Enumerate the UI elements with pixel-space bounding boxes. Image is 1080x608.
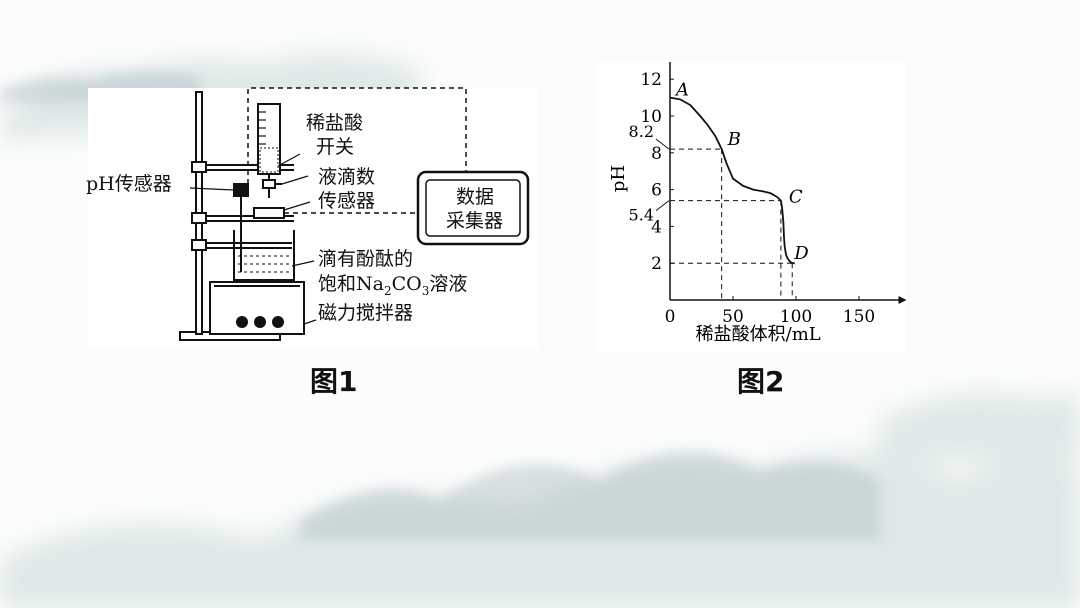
clamp-middle <box>191 212 207 224</box>
clamp-lower <box>191 239 207 251</box>
y-tick-label: 6 <box>651 181 662 201</box>
label-solution-line1: 滴有酚酞的 <box>318 248 414 270</box>
y-tick-label: 4 <box>651 217 662 237</box>
point-label: D <box>793 243 809 264</box>
y-extra-tick-arrow <box>655 138 670 150</box>
ph-curve <box>669 96 795 265</box>
y-axis-label: pH <box>608 165 629 192</box>
solution-text-b: CO <box>391 273 422 295</box>
x-tick-label: 50 <box>722 307 744 327</box>
stopcock <box>262 179 276 189</box>
drop-sensor <box>253 207 285 219</box>
label-acid: 稀盐酸 <box>306 112 364 134</box>
y-tick-label: 2 <box>651 254 662 274</box>
label-solution-line2: 饱和Na2CO3溶液 <box>318 273 467 302</box>
y-extra-tick-label: 5.4 <box>629 206 654 225</box>
point-label: B <box>727 129 741 150</box>
solution-text-a: 饱和Na <box>318 273 384 295</box>
solution-subscript-1: 2 <box>383 283 392 298</box>
x-tick-label: 150 <box>843 307 875 327</box>
solution-subscript-2: 3 <box>421 283 430 298</box>
titration-apparatus <box>179 87 530 341</box>
burette <box>257 103 281 175</box>
y-tick-label: 8 <box>651 144 662 164</box>
point-label: C <box>789 187 803 208</box>
magnetic-stirrer <box>209 281 305 335</box>
label-collector-line2: 采集器 <box>446 210 504 232</box>
label-ph-sensor: pH传感器 <box>86 173 172 195</box>
data-collector <box>416 170 530 246</box>
label-switch: 开关 <box>316 136 355 158</box>
y-tick-label: 12 <box>640 70 662 90</box>
y-extra-tick-label: 8.2 <box>629 122 654 141</box>
label-stirrer: 磁力搅拌器 <box>318 302 414 324</box>
point-label: A <box>674 80 689 101</box>
ph-titration-chart: 0 50 100 150 2 4 6 8 10 12 8.2 5.4 稀盐酸体积/mL pH A B C D <box>596 62 906 352</box>
figure1-caption: 图1 <box>310 365 358 398</box>
x-tick-label: 100 <box>780 307 812 327</box>
x-axis-label: 稀盐酸体积/mL <box>696 324 821 345</box>
solution-text-c: 溶液 <box>429 273 468 295</box>
label-drop-sensor-line1: 液滴数 <box>318 166 376 188</box>
y-extra-tick-arrow <box>655 200 670 212</box>
x-tick-label: 0 <box>665 307 676 327</box>
clamp-top <box>191 161 207 173</box>
y-tick-label: 10 <box>640 107 662 127</box>
figure2-caption: 图2 <box>737 365 785 398</box>
beaker <box>233 230 295 281</box>
label-collector-line1: 数据 <box>456 186 495 208</box>
x-axis-arrow <box>898 296 906 304</box>
ph-probe-head <box>233 183 249 197</box>
label-drop-sensor-line2: 传感器 <box>318 190 376 212</box>
